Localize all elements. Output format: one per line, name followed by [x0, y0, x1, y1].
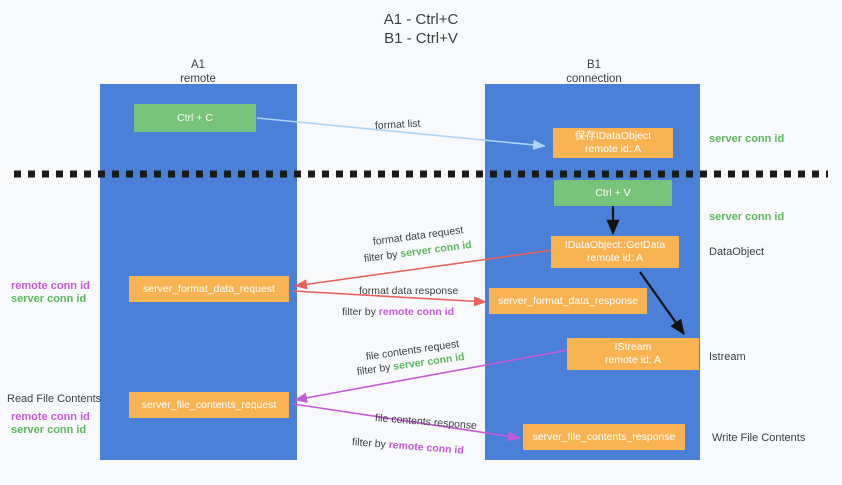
- side-label-read-file-contents-text: Read File Contents: [7, 393, 102, 405]
- arrow-format-data-response: [292, 290, 487, 307]
- node-save-idataobject-line2: remote id: A: [584, 143, 642, 155]
- side-label-server-conn-id-top-text: server conn id: [709, 133, 785, 145]
- node-server-file-contents-response[interactable]: server_file_contents_response: [523, 424, 685, 450]
- node-save-idataobject[interactable]: 保存IDataObject remote id: A: [553, 128, 673, 158]
- node-ctrl-v-label: Ctrl + V: [595, 186, 631, 199]
- node-server-format-data-response[interactable]: server_format_data_response: [489, 288, 647, 314]
- side-label-write-file-contents: Write File Contents: [712, 431, 805, 445]
- edge-label-fcresp-filter-prefix: filter by: [351, 436, 390, 451]
- node-ctrl-v[interactable]: Ctrl + V: [554, 180, 672, 206]
- column-header-b1-subtitle: connection: [566, 73, 622, 85]
- side-label-server-conn-id-1-text: server conn id: [11, 293, 87, 305]
- side-label-server-conn-id-mid-text: server conn id: [709, 211, 785, 223]
- side-label-remote-conn-id-1-text: remote conn id: [11, 280, 90, 292]
- side-label-read-file-contents: Read File Contents: [7, 392, 101, 406]
- arrow-getdata-to-istream: [639, 271, 685, 335]
- edge-label-fdresp-filter-prefix: filter by: [342, 306, 379, 318]
- edge-label-fdresp-filter-key: remote conn id: [378, 306, 455, 318]
- arrow-file-contents-request: [294, 349, 569, 403]
- node-save-idataobject-line1: 保存IDataObject: [574, 130, 652, 142]
- side-label-dataobject-text: DataObject: [709, 246, 765, 258]
- node-istream-line2: remote id: A: [604, 354, 662, 366]
- page-title: A1 - Ctrl+C B1 - Ctrl+V: [383, 11, 459, 47]
- node-server-format-data-request-label: server_format_data_request: [143, 282, 275, 295]
- side-label-remote-conn-id-1: remote conn id: [11, 279, 90, 293]
- node-istream-line1: IStream: [614, 341, 652, 353]
- node-server-file-contents-request-label: server_file_contents_request: [141, 398, 277, 411]
- side-label-server-conn-id-mid: server conn id: [709, 210, 784, 224]
- column-header-a1-subtitle: remote: [180, 73, 216, 85]
- node-ctrl-c[interactable]: Ctrl + C: [134, 104, 256, 132]
- side-label-istream: Istream: [709, 350, 746, 364]
- column-header-a1-name: A1: [190, 59, 206, 71]
- side-label-dataobject: DataObject: [709, 245, 764, 259]
- node-istream[interactable]: IStream remote id: A: [567, 338, 699, 370]
- edge-label-format-data-response-filter: filter by remote conn id: [342, 306, 454, 319]
- side-label-write-file-contents-text: Write File Contents: [712, 432, 806, 444]
- side-label-remote-conn-id-2: remote conn id: [11, 410, 90, 424]
- column-header-a1: A1 remote: [128, 58, 268, 86]
- arrow-format-list: [256, 117, 546, 150]
- node-server-format-data-response-label: server_format_data_response: [497, 294, 639, 307]
- column-header-b1-name: B1: [586, 59, 602, 71]
- edge-label-format-list-text: format list: [374, 117, 421, 132]
- side-label-server-conn-id-2-text: server conn id: [11, 424, 87, 436]
- arrow-format-data-request: [294, 249, 554, 290]
- node-idataobject-getdata-line1: IDataObject::GetData: [564, 239, 666, 251]
- node-ctrl-c-label: Ctrl + C: [177, 111, 213, 124]
- node-server-file-contents-request[interactable]: server_file_contents_request: [129, 392, 289, 418]
- side-label-istream-text: Istream: [709, 351, 746, 363]
- edge-label-format-data-response-text: format data response: [359, 285, 459, 297]
- node-server-file-contents-response-label: server_file_contents_response: [532, 430, 676, 443]
- edge-label-format-list: format list: [375, 118, 421, 133]
- column-header-b1: B1 connection: [524, 58, 664, 86]
- edge-label-format-data-response: format data response: [359, 285, 458, 298]
- node-idataobject-getdata-line2: remote id: A: [586, 252, 644, 264]
- node-server-format-data-request[interactable]: server_format_data_request: [129, 276, 289, 302]
- arrow-file-contents-response: [292, 403, 521, 442]
- side-label-server-conn-id-2: server conn id: [11, 423, 86, 437]
- side-label-server-conn-id-top: server conn id: [709, 132, 784, 146]
- side-label-remote-conn-id-2-text: remote conn id: [11, 411, 90, 423]
- node-idataobject-getdata[interactable]: IDataObject::GetData remote id: A: [551, 236, 679, 268]
- side-label-server-conn-id-1: server conn id: [11, 292, 86, 306]
